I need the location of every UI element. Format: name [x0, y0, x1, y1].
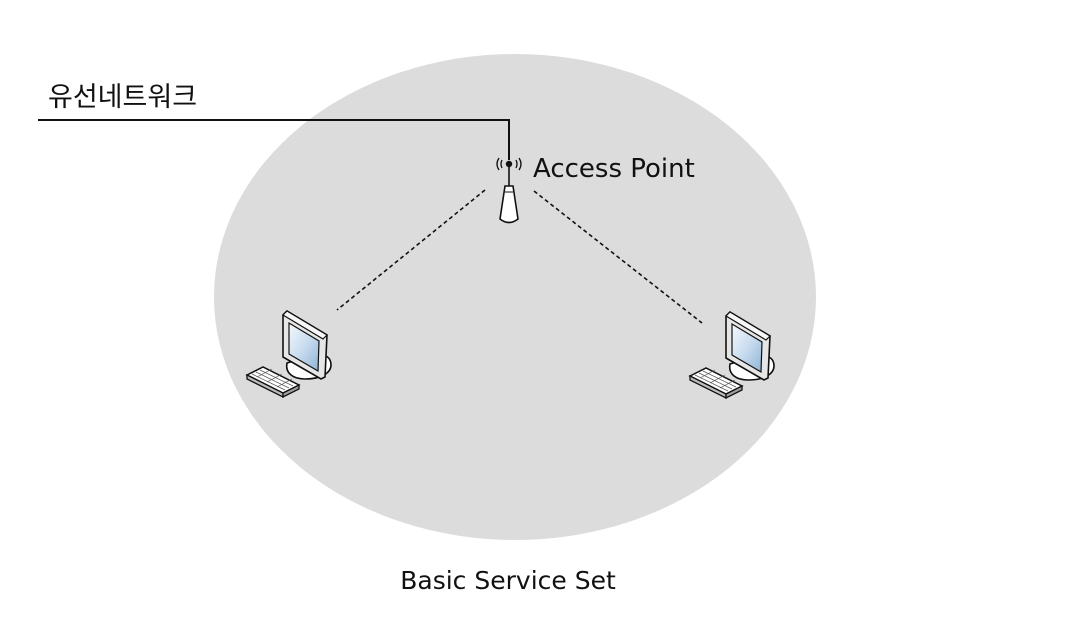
wireless-link-right	[533, 190, 703, 324]
bss-coverage-area	[214, 54, 816, 540]
wireless-link-left	[336, 189, 486, 311]
antenna-icon	[496, 157, 522, 224]
wired-network-line	[38, 119, 510, 160]
wired-network-label: 유선네트워크	[48, 82, 197, 113]
bss-label: Basic Service Set	[400, 566, 616, 595]
access-point-label: Access Point	[533, 154, 695, 184]
